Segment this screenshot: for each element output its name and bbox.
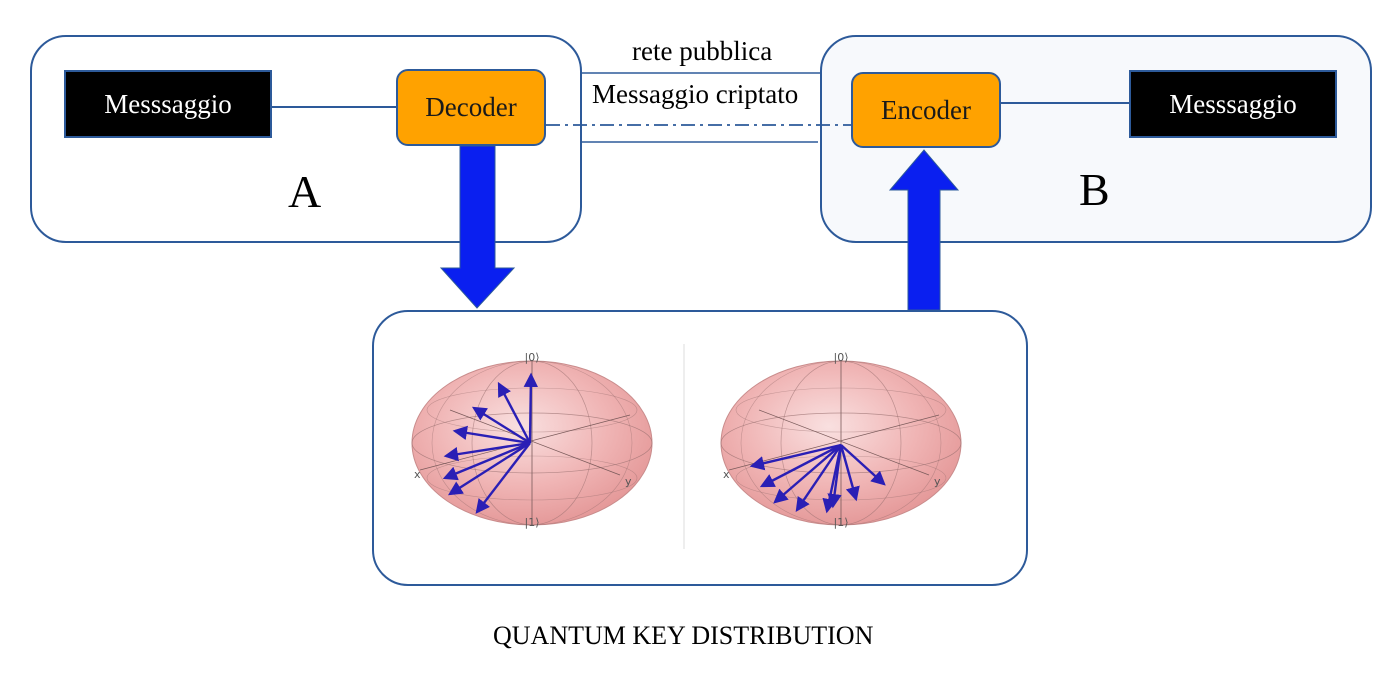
- encoder-box: Encoder: [851, 72, 1001, 148]
- encoder-label: Encoder: [881, 94, 971, 125]
- sphere1-y-label: y: [625, 475, 632, 488]
- message-box-b: Messsaggio: [1129, 70, 1337, 138]
- sphere1-top-label: |0⟩: [525, 351, 540, 364]
- party-a-letter: A: [288, 166, 322, 217]
- sphere2-y-label: y: [934, 475, 941, 488]
- sphere2-top-label: |0⟩: [834, 351, 849, 364]
- public-network-label: rete pubblica: [632, 36, 773, 66]
- sphere2-bottom-label: |1⟩: [834, 516, 849, 529]
- message-box-a: Messsaggio: [64, 70, 272, 138]
- bloch-sphere-1: [411, 360, 653, 526]
- down-arrow-to-quantum: [439, 145, 516, 309]
- message-label-a: Messsaggio: [104, 88, 232, 119]
- decoder-label: Decoder: [425, 92, 517, 122]
- sphere1-bottom-label: |1⟩: [525, 516, 540, 529]
- diagram-caption: QUANTUM KEY DISTRIBUTION: [493, 621, 874, 650]
- encrypted-message-label: Messaggio criptato: [592, 79, 799, 109]
- party-b-letter: B: [1079, 164, 1110, 215]
- sphere2-x-label: x: [723, 468, 730, 481]
- up-arrow-to-encoder: [888, 149, 960, 311]
- bloch-sphere-2: [720, 360, 962, 526]
- decoder-box: Decoder: [396, 69, 546, 146]
- message-label-b: Messsaggio: [1169, 88, 1297, 119]
- sphere1-x-label: x: [414, 468, 421, 481]
